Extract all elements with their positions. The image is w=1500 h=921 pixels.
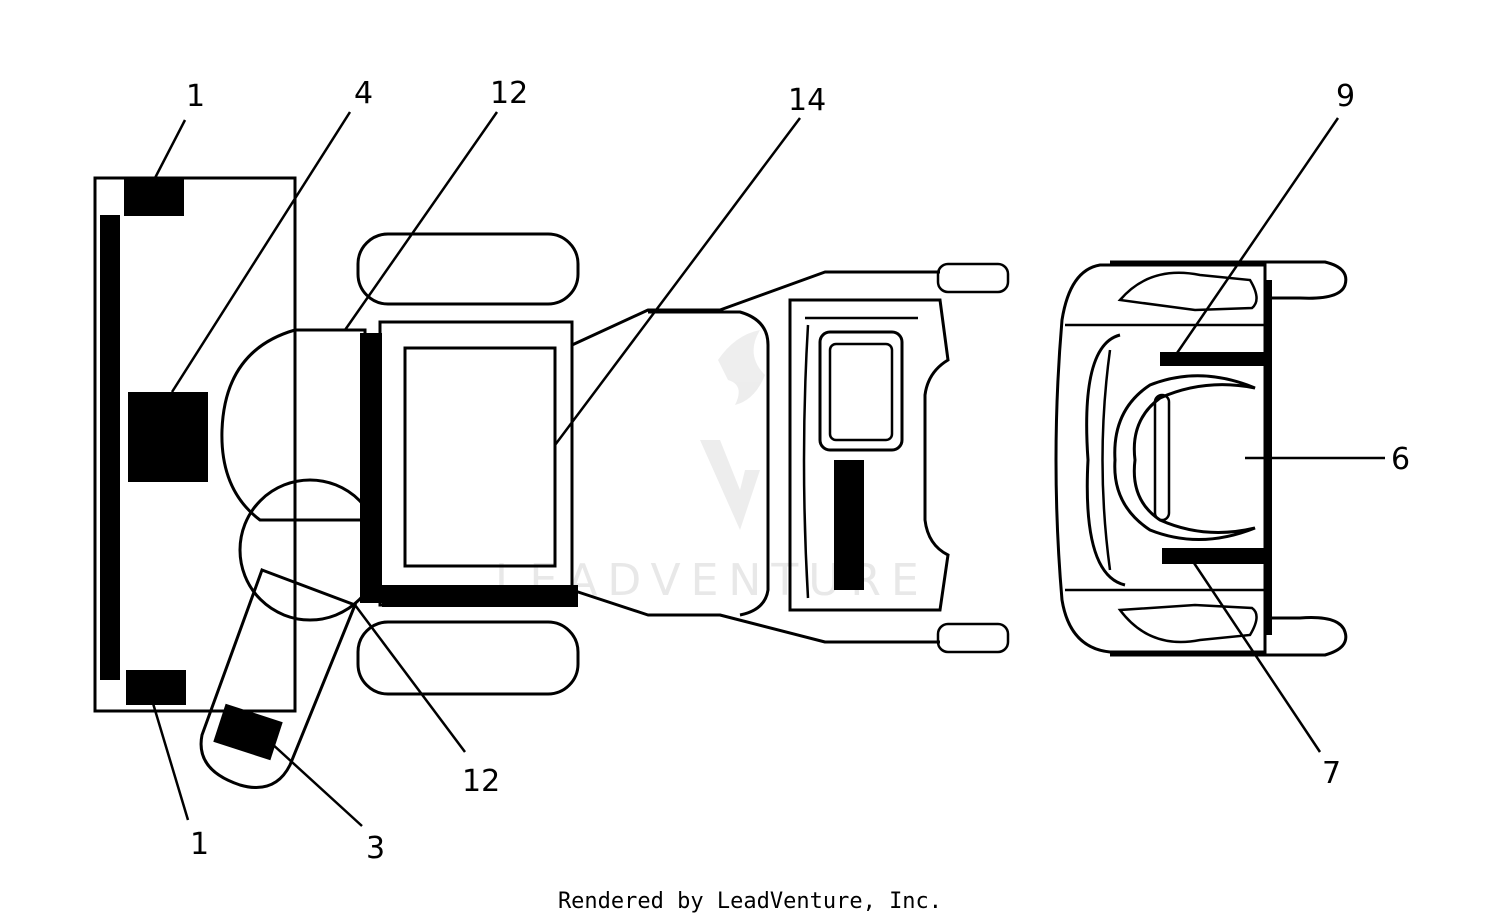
callout-7: 7 bbox=[1322, 756, 1341, 791]
footer-credit: Rendered by LeadVenture, Inc. bbox=[558, 889, 942, 914]
callout-4: 4 bbox=[354, 76, 373, 111]
decal-9 bbox=[1160, 352, 1270, 366]
decal-1-top bbox=[124, 178, 184, 216]
decal-3 bbox=[213, 703, 283, 761]
discharge-chute bbox=[199, 568, 357, 789]
callout-12-bottom: 12 bbox=[462, 764, 500, 799]
decal-4 bbox=[128, 392, 208, 482]
callout-12-top: 12 bbox=[490, 76, 528, 111]
seat-area bbox=[403, 346, 557, 568]
decal-7 bbox=[1162, 548, 1272, 564]
mower-deck bbox=[93, 176, 297, 713]
rear-wheel-top bbox=[356, 232, 580, 306]
callout-9: 9 bbox=[1336, 79, 1355, 114]
callout-6: 6 bbox=[1391, 442, 1410, 477]
callout-3: 3 bbox=[366, 831, 385, 866]
decal-1-bottom bbox=[126, 670, 186, 705]
callout-1-top: 1 bbox=[186, 79, 205, 114]
leader-lines bbox=[150, 111, 1385, 827]
tractor-body bbox=[360, 262, 1010, 654]
deck-pulley-housing bbox=[220, 328, 382, 622]
rear-wheel-bottom bbox=[356, 620, 580, 696]
callout-1-bottom: 1 bbox=[190, 827, 209, 862]
callout-14: 14 bbox=[788, 83, 826, 118]
